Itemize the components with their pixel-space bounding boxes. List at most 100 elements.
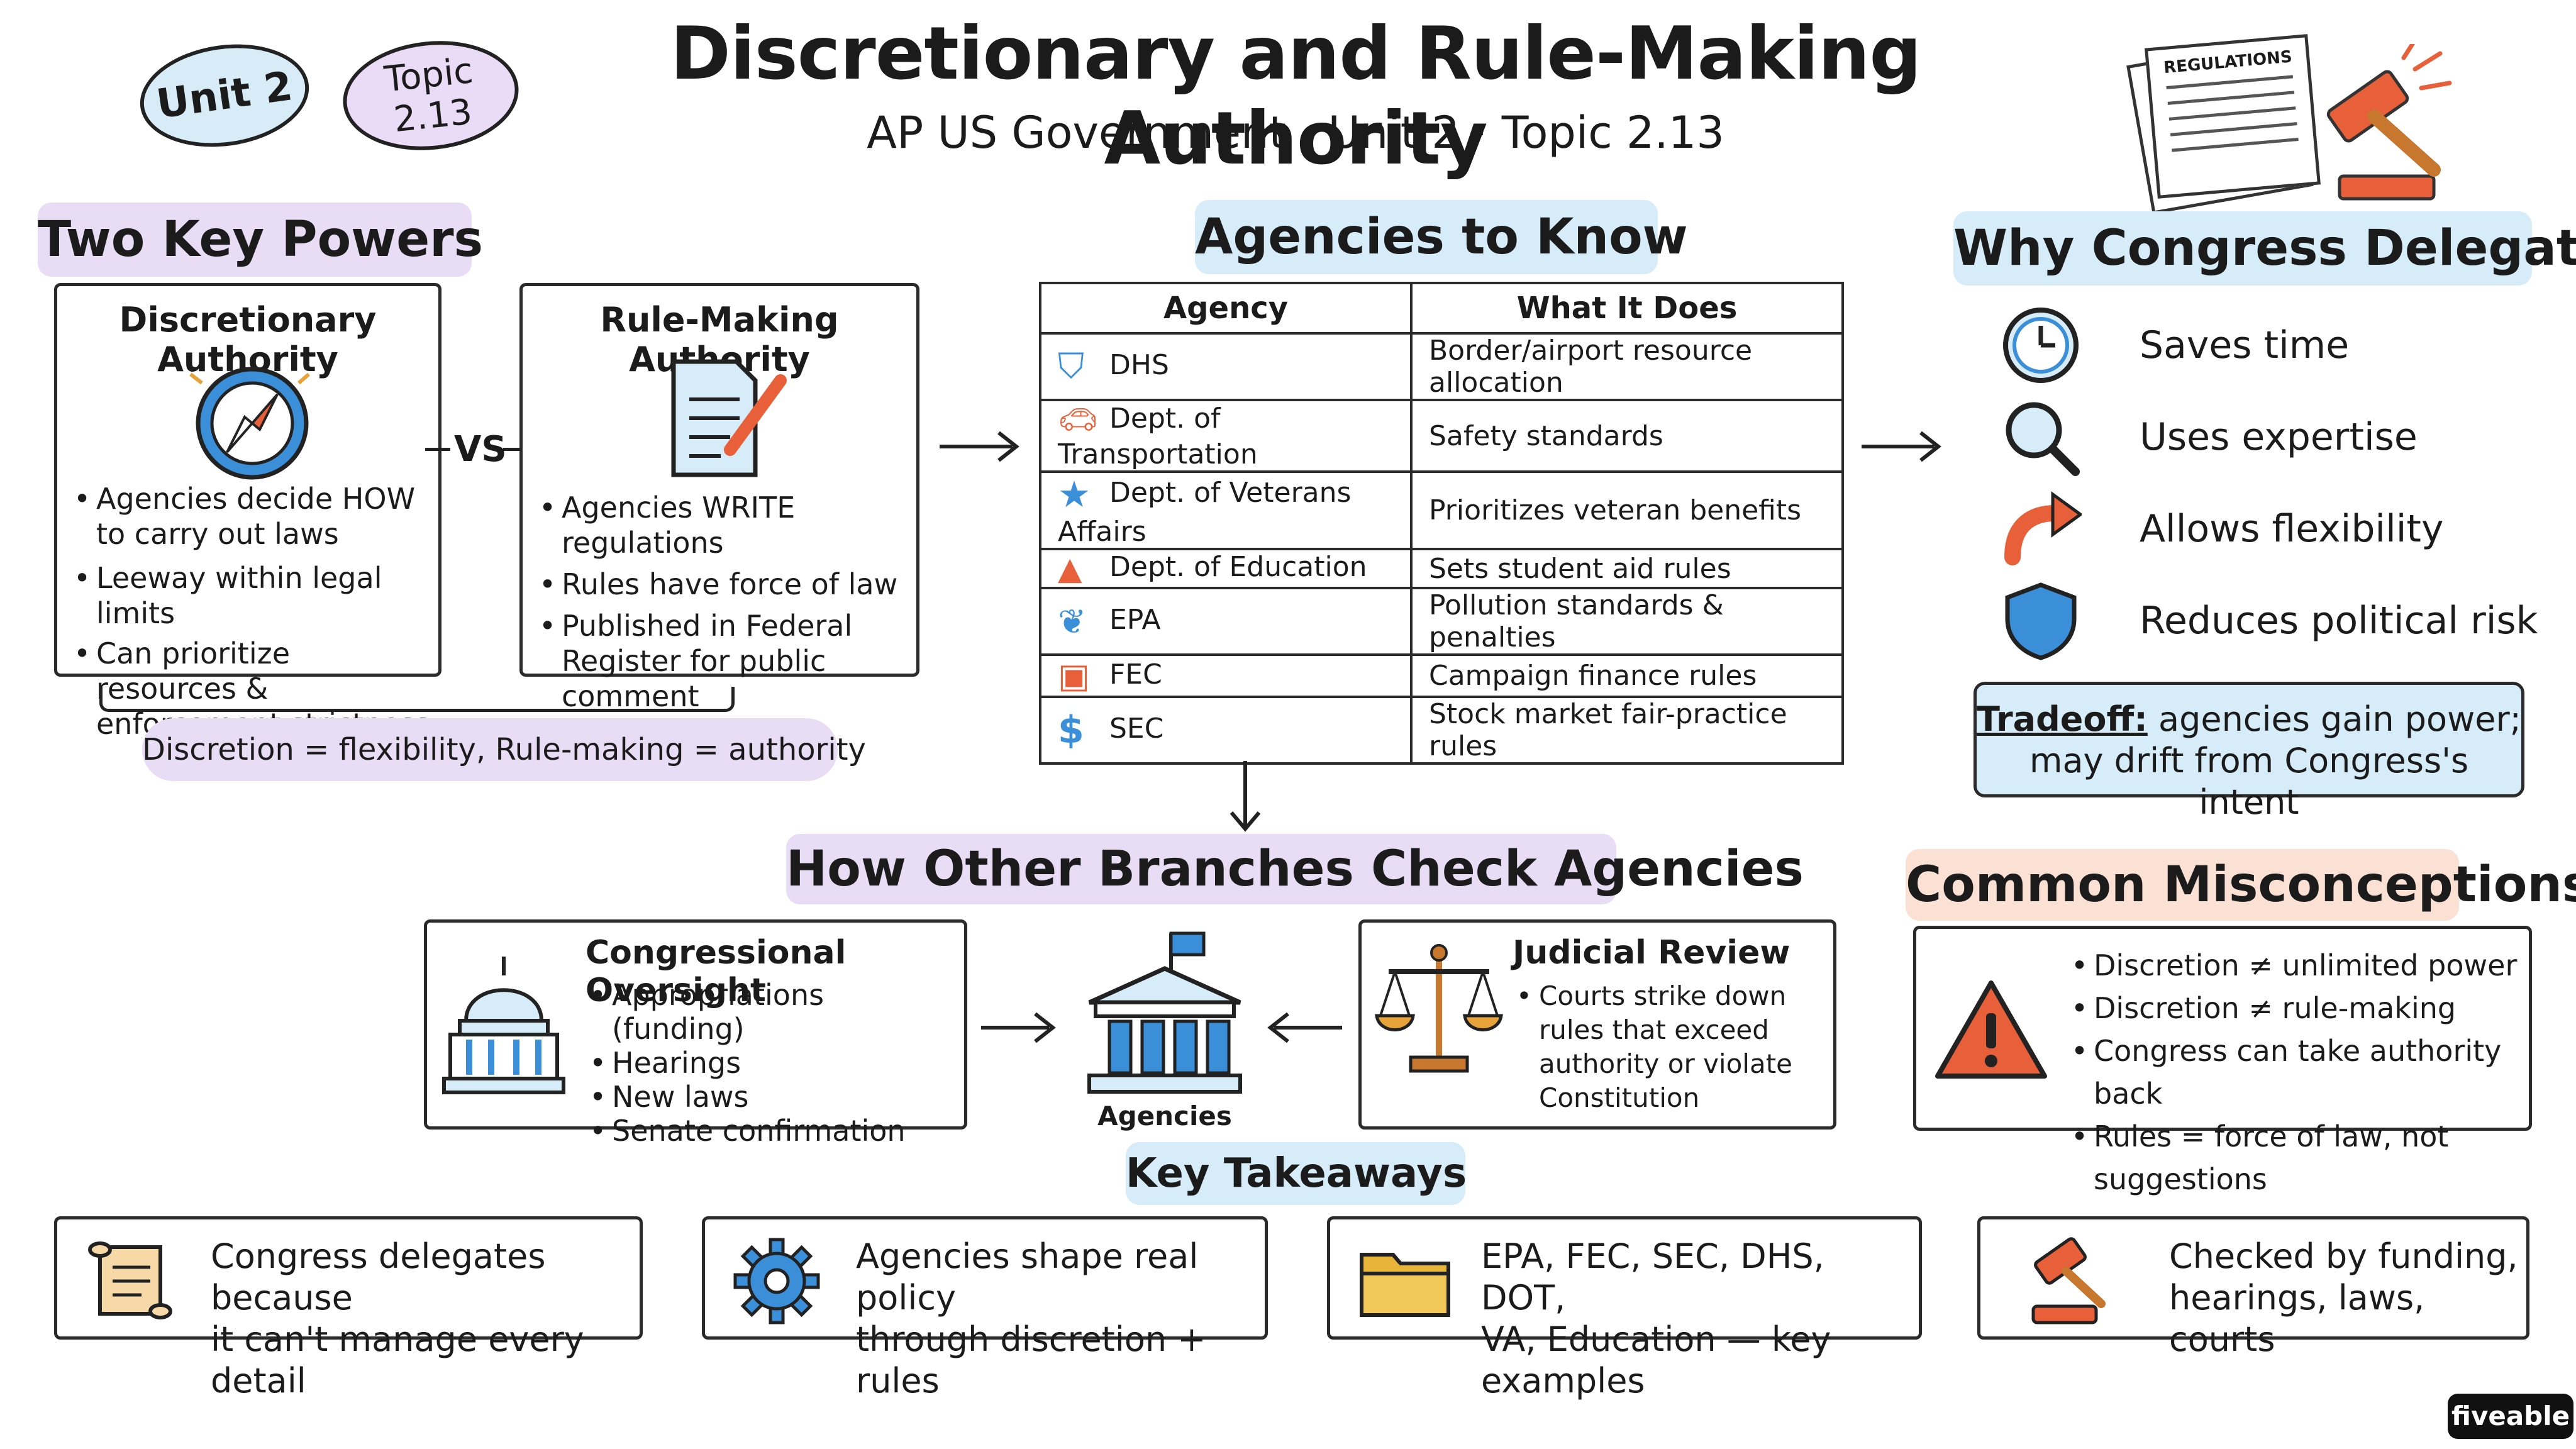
- takeaway-card: Congress delegates because it can't mana…: [54, 1216, 643, 1401]
- why-label: Saves time: [2140, 323, 2350, 367]
- misconceptions-card: Discretion ≠ unlimited power Discretion …: [1913, 926, 2532, 1196]
- tradeoff-label: Tradeoff:: [1977, 699, 2148, 739]
- vs-label: VS: [454, 429, 507, 470]
- list-item: New laws: [586, 1080, 963, 1114]
- list-item: Saves time: [2000, 299, 2553, 391]
- table-row: 🚗︎Dept. of Transportation Safety standar…: [1039, 399, 1844, 473]
- takeaway-line-2: hearings, laws, courts: [2169, 1278, 2425, 1359]
- dollar-icon: $: [1058, 708, 1084, 752]
- agency-name: EPA: [1109, 604, 1161, 636]
- regulations-gavel-illustration: REGULATIONS: [2126, 25, 2453, 214]
- curved-arrow-icon: [2004, 491, 2082, 565]
- arrow-right-icon: [1862, 431, 1941, 462]
- scroll-icon: [88, 1241, 172, 1319]
- why-list: Saves time Uses expertise Allows flexibi…: [2000, 299, 2553, 667]
- judicial-title: Judicial Review: [1513, 934, 1790, 972]
- misconceptions-bullets: Discretion ≠ unlimited power Discretion …: [2067, 944, 2533, 1201]
- tradeoff-box: Tradeoff: agencies gain power; may drift…: [1974, 682, 2524, 822]
- compass-icon: [189, 367, 310, 480]
- list-item: Reduces political risk: [2000, 575, 2553, 667]
- why-label: Uses expertise: [2140, 415, 2418, 459]
- arrow-down-icon: [1230, 761, 1261, 832]
- summary-highlight: Discretion = flexibility, Rule-making = …: [142, 718, 866, 781]
- agency-name: SEC: [1109, 713, 1164, 745]
- why-heading: Why Congress Delegates: [1953, 220, 2576, 277]
- table-row: ❦ EPA Pollution standards & penalties: [1039, 587, 1844, 656]
- government-building-icon: [1087, 931, 1242, 1094]
- rulemaking-card: Rule-Making Authority Agencies WRITE reg…: [519, 283, 919, 713]
- col-header-agency: Agency: [1039, 282, 1413, 335]
- document-pencil-icon: [671, 359, 787, 477]
- unit-badge: Unit 2: [133, 33, 316, 158]
- tradeoff-text-2: may drift from Congress's intent: [2029, 741, 2469, 822]
- shield-icon: ⛉: [1058, 346, 1084, 387]
- clock-icon: [2003, 308, 2079, 383]
- table-row: ▣ FEC Campaign finance rules: [1039, 653, 1844, 698]
- arrow-left-icon: [1267, 1012, 1342, 1043]
- table-row: ⛉DHS Border/airport resource allocation: [1039, 332, 1844, 401]
- list-item: Agencies decide HOW to carry out laws: [70, 481, 435, 552]
- takeaway-card: Agencies shape real policy through discr…: [702, 1216, 1268, 1401]
- vs-line-right: [503, 448, 528, 451]
- scales-icon: [1375, 944, 1503, 1073]
- agency-name: Dept. of Transportation: [1058, 402, 1258, 471]
- checks-heading-highlight: How Other Branches Check Agencies: [786, 834, 1804, 904]
- discretionary-bullets: Agencies decide HOW to carry out laws Le…: [70, 481, 435, 741]
- two-key-powers-heading: Two Key Powers: [38, 211, 484, 268]
- takeaway-line-1: Checked by funding,: [2169, 1236, 2518, 1276]
- takeaway-line-2: through discretion + rules: [856, 1319, 1206, 1401]
- takeaway-card: EPA, FEC, SEC, DHS, DOT, VA, Education —…: [1327, 1216, 1922, 1401]
- list-item: Appropriations (funding): [586, 978, 963, 1046]
- takeaway-card: Checked by funding, hearings, laws, cour…: [1977, 1216, 2529, 1359]
- magnifier-icon: [2006, 402, 2080, 476]
- list-item: Leeway within legal limits: [70, 560, 435, 631]
- discretionary-card: Discretionary Authority Agencies decide …: [54, 283, 441, 741]
- list-item: Senate confirmation: [586, 1114, 963, 1148]
- judicial-review-card: Judicial Review Courts strike down rules…: [1358, 919, 1836, 1130]
- misconceptions-heading-highlight: Common Misconceptions: [1906, 849, 2576, 921]
- vs-line-left: [425, 448, 450, 451]
- table-row: ★Dept. of Veterans Affairs Prioritizes v…: [1039, 470, 1844, 550]
- agency-name: Dept. of Veterans Affairs: [1058, 477, 1352, 548]
- list-item: Rules = force of law, not suggestions: [2067, 1115, 2533, 1201]
- graduation-cap-icon: ▲: [1058, 550, 1082, 587]
- summary-text: Discretion = flexibility, Rule-making = …: [142, 732, 866, 767]
- judicial-bullets: Courts strike down rules that exceed aut…: [1513, 979, 1827, 1115]
- list-item: Agencies WRITE regulations: [535, 490, 913, 560]
- capitol-icon: [442, 957, 565, 1094]
- star-icon: ★: [1058, 473, 1091, 516]
- agency-does: Pollution standards & penalties: [1410, 587, 1844, 656]
- leaf-icon: ❦: [1058, 601, 1087, 641]
- takeaway-line-1: Agencies shape real policy: [856, 1236, 1199, 1318]
- gavel-icon: [2031, 1237, 2106, 1324]
- congress-bullets: Appropriations (funding) Hearings New la…: [586, 978, 963, 1148]
- agency-does: Sets student aid rules: [1410, 548, 1844, 589]
- summary-bracket: [99, 687, 735, 712]
- brand-logo: fiveable: [2448, 1394, 2573, 1439]
- two-key-powers-heading-highlight: Two Key Powers: [38, 203, 484, 277]
- agencies-building-label: Agencies: [1097, 1101, 1232, 1131]
- agency-does: Campaign finance rules: [1410, 653, 1844, 698]
- page-title: Discretionary and Rule-Making Authority: [670, 11, 1922, 181]
- takeaway-line-1: EPA, FEC, SEC, DHS, DOT,: [1481, 1236, 1824, 1318]
- why-label: Allows flexibility: [2140, 507, 2444, 551]
- warning-icon: [1935, 980, 2047, 1079]
- car-icon: 🚗︎: [1058, 401, 1098, 438]
- why-label: Reduces political risk: [2140, 599, 2538, 643]
- agencies-building: Agencies: [1077, 927, 1253, 1135]
- list-item: Discretion ≠ unlimited power: [2067, 944, 2533, 987]
- arrow-right-icon: [940, 431, 1019, 462]
- folder-icon: [1360, 1253, 1450, 1317]
- list-item: Congress can take authority back: [2067, 1030, 2533, 1115]
- agency-name: Dept. of Education: [1109, 551, 1367, 583]
- misconceptions-heading: Common Misconceptions: [1906, 857, 2576, 913]
- table-row: ▲ Dept. of Education Sets student aid rul…: [1039, 548, 1844, 589]
- takeaways-heading: Key Takeaways: [1126, 1150, 1467, 1197]
- ballot-box-icon: ▣: [1058, 656, 1091, 696]
- agency-name: DHS: [1109, 349, 1169, 381]
- takeaway-line-2: VA, Education — key examples: [1481, 1319, 1831, 1401]
- arrow-right-icon: [981, 1012, 1056, 1043]
- agency-name: FEC: [1109, 658, 1162, 691]
- takeaway-line-1: Congress delegates because: [211, 1236, 546, 1318]
- why-heading-highlight: Why Congress Delegates: [1953, 211, 2576, 286]
